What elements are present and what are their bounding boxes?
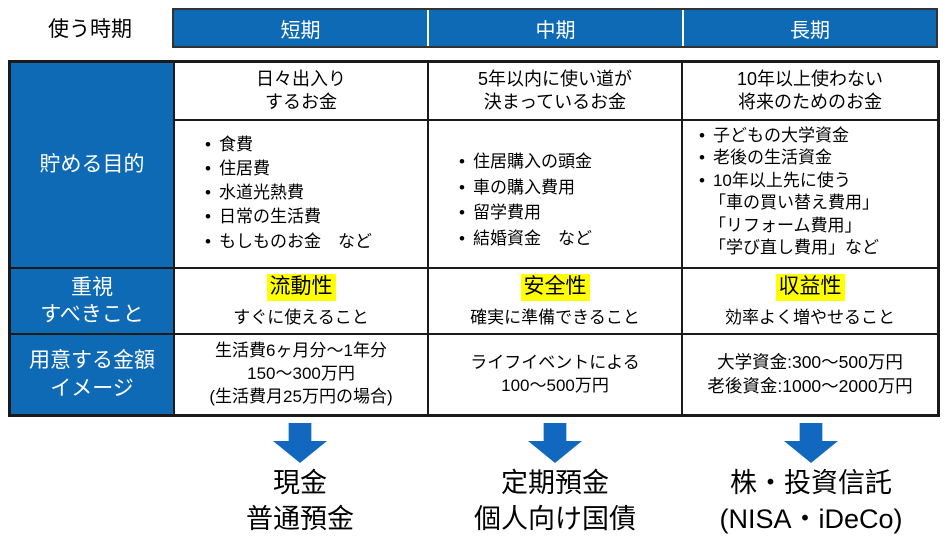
purpose-bullets-long: 子どもの大学資金 老後の生活資金 10年以上先に使う 「車の買い替え費用」 「リ… [683, 121, 937, 267]
amount-line: ライフイベントによる [470, 352, 640, 372]
desc-cell-mid: 5年以内に使い道が 決まっているお金 [429, 63, 681, 119]
priority-cell-short: 流動性 すぐに使えること [175, 269, 427, 333]
recommended-products-mid: 定期預金 個人向け国債 [405, 466, 705, 538]
recommended-products-short: 現金 普通預金 [150, 466, 450, 538]
bullet-item: もしものお金 など [205, 230, 427, 254]
row-label-priority: 重視 すべきこと [11, 269, 173, 333]
amount-line: 生活費6ヶ月分～1年分 [215, 341, 387, 361]
product-line: 普通預金 [246, 503, 354, 534]
recommended-products-long: 株・投資信託 (NISA・iDeCo) [661, 466, 944, 538]
bullet-text: 子どもの大学資金 [712, 126, 849, 145]
bullet-item: 水道光熱費 [205, 181, 427, 205]
product-line: 定期預金 [501, 468, 609, 498]
bullet-text: 日常の生活費 [218, 207, 321, 227]
bullet-continuation-line: 「学び直し費用」など [709, 238, 879, 258]
highlighted-keyword: 安全性 [520, 274, 590, 301]
highlighted-keyword: 収益性 [775, 274, 845, 301]
amount-cell-mid: ライフイベントによる 100～500万円 [429, 335, 681, 414]
priority-desc: すぐに使えること [233, 307, 369, 327]
bullet-text: 10年以上先に使う [712, 170, 851, 190]
desc-line: 10年以上使わない [736, 68, 884, 89]
bullet-item: 老後の生活資金 [699, 147, 937, 169]
desc-cell-short: 日々出入り するお金 [175, 63, 427, 119]
product-line: 個人向け国債 [474, 503, 636, 534]
bullet-item: 10年以上先に使う [699, 170, 937, 192]
down-arrow-icon [273, 423, 327, 463]
priority-desc: 確実に準備できること [470, 307, 640, 327]
bullet-item: 車の購入費用 [459, 175, 681, 201]
bullet-item: 結婚資金 など [459, 226, 681, 252]
purpose-bullets-short: 食費 住居費 水道光熱費 日常の生活費 もしものお金 など [175, 121, 427, 267]
period-header-band: 短期 中期 長期 [172, 8, 938, 48]
down-arrow-icon [528, 423, 582, 463]
bullet-item: 住居購入の頭金 [459, 149, 681, 175]
bullet-item: 留学費用 [459, 200, 681, 226]
product-line: 現金 [273, 468, 327, 498]
amount-line: (生活費月25万円の場合) [209, 386, 393, 406]
period-header-long: 長期 [684, 10, 936, 46]
desc-line: 5年以内に使い道が [477, 68, 632, 89]
bullet-continuation-line: 「車の買い替え費用」 [709, 193, 879, 213]
bullet-item: 子どもの大学資金 [699, 125, 937, 147]
product-line: (NISA・iDeCo) [719, 503, 903, 534]
bullet-continuation-line: 「リフォーム費用」 [709, 215, 862, 235]
planning-table: 貯める目的 日々出入り するお金 5年以内に使い道が 決まっているお金 10年以… [8, 60, 940, 417]
priority-cell-mid: 安全性 確実に準備できること [429, 269, 681, 333]
bullet-text: 水道光熱費 [218, 183, 304, 203]
amount-line: 老後資金:1000～2000万円 [707, 375, 913, 396]
row-label-text: 貯める目的 [39, 153, 145, 177]
bullet-text: 結婚資金 など [472, 228, 592, 248]
desc-line: 決まっているお金 [483, 92, 627, 112]
row-label-text: イメージ [50, 376, 134, 400]
bullet-text: 住居購入の頭金 [472, 152, 592, 171]
row-label-text: 重視 [71, 275, 113, 299]
amount-line: 大学資金:300～500万円 [717, 351, 903, 372]
amount-line: 150～300万円 [247, 364, 355, 384]
amount-line: 100～500万円 [501, 375, 609, 395]
down-arrow-icon [784, 423, 838, 463]
bullet-text: 車の購入費用 [472, 177, 575, 197]
purpose-bullets-mid: 住居購入の頭金 車の購入費用 留学費用 結婚資金 など [429, 121, 681, 267]
desc-cell-long: 10年以上使わない 将来のためのお金 [683, 63, 937, 119]
row-label-text: すべきこと [40, 303, 144, 326]
bullet-item: 日常の生活費 [205, 205, 427, 229]
bullet-text: もしものお金 など [218, 231, 372, 251]
row-label-text: 用意する金額 [29, 349, 155, 373]
bullet-text: 留学費用 [472, 203, 541, 222]
bullet-item: 住居費 [205, 157, 427, 181]
desc-line: するお金 [265, 92, 337, 112]
usage-period-label: 使う時期 [48, 18, 132, 41]
desc-line: 日々出入り [256, 68, 346, 89]
bullet-item: 食費 [205, 133, 427, 157]
desc-line: 将来のためのお金 [738, 92, 882, 112]
bullet-text: 住居費 [218, 159, 270, 179]
amount-cell-long: 大学資金:300～500万円 老後資金:1000～2000万円 [683, 335, 937, 414]
row-label-amount: 用意する金額 イメージ [11, 335, 173, 414]
bullet-text: 食費 [218, 135, 253, 154]
row-label-saving-purpose: 貯める目的 [11, 63, 173, 267]
bullet-text: 老後の生活資金 [712, 148, 832, 168]
amount-cell-short: 生活費6ヶ月分～1年分 150～300万円 (生活費月25万円の場合) [175, 335, 427, 414]
period-header-mid: 中期 [429, 10, 682, 46]
product-line: 株・投資信託 [730, 468, 892, 498]
priority-cell-long: 収益性 効率よく増やせること [683, 269, 937, 333]
highlighted-keyword: 流動性 [266, 274, 336, 301]
priority-desc: 効率よく増やせること [725, 307, 895, 327]
period-header-short: 短期 [174, 10, 427, 46]
